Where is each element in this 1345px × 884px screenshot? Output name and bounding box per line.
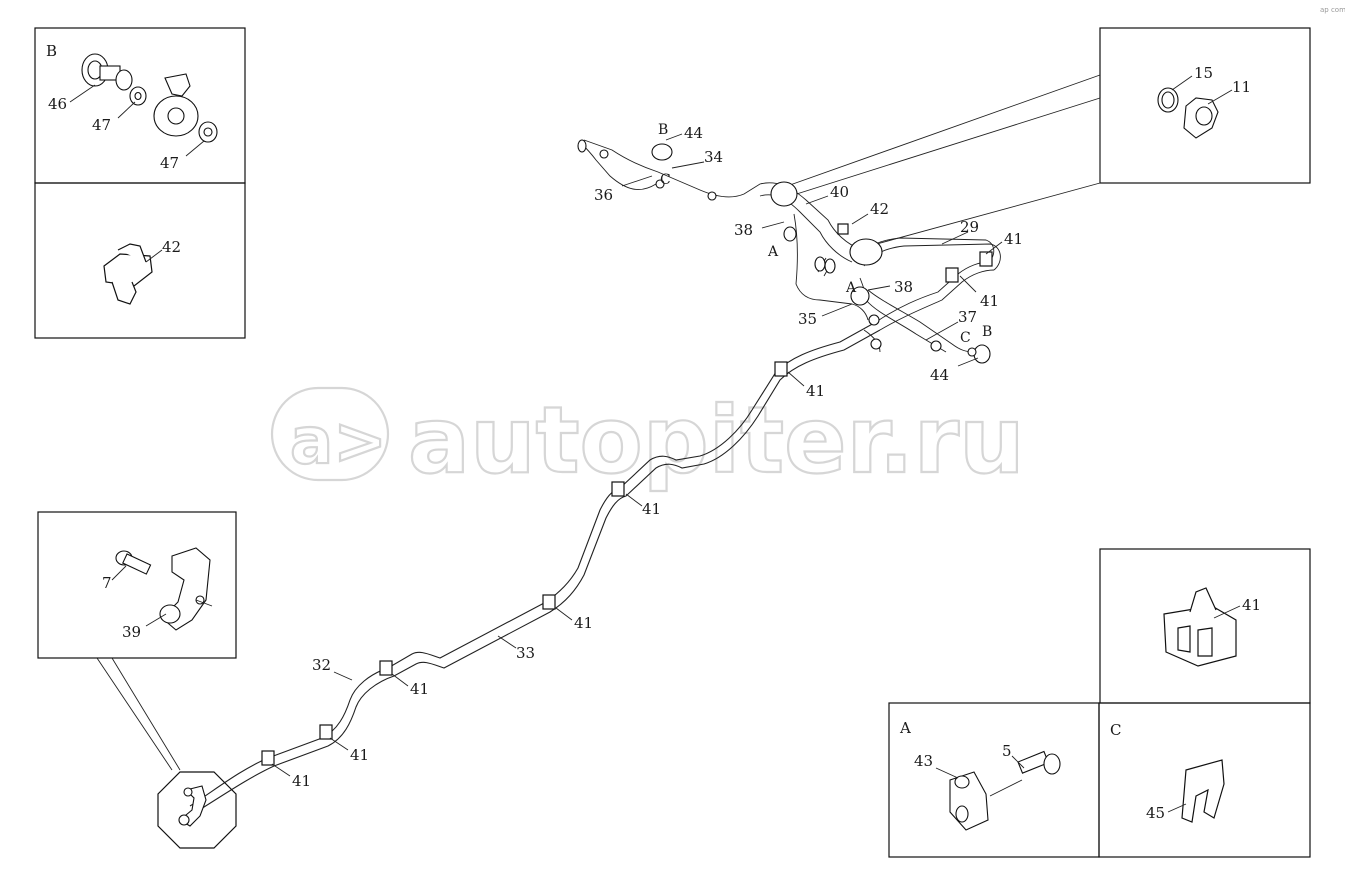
callout-41-a: 41 (806, 382, 825, 400)
detail-box-bracket-frame (37, 511, 237, 659)
main-leaders (271, 133, 1003, 777)
watermark-logo-glyph: a> (290, 405, 387, 479)
detail-box-c-frame (1098, 702, 1311, 858)
callout-41-c: 41 (574, 614, 593, 632)
bolt-5-part (1017, 750, 1061, 775)
detail-box-a-frame (888, 702, 1100, 858)
callout-7: 7 (102, 574, 112, 592)
callout-38: 38 (734, 221, 753, 239)
spring-clip-45-part (1181, 759, 1225, 823)
detail-box-clip-41: 41 (1099, 548, 1311, 704)
pipe-clip (542, 594, 556, 610)
junction-block-3 (850, 286, 870, 306)
callout-c-center: C (960, 330, 971, 346)
banjo-fitting-b2 (973, 344, 991, 364)
caliper-view (157, 771, 237, 849)
detail-box-c-title: C (1110, 721, 1121, 739)
pipe-clip (261, 750, 275, 766)
pipe-clip (945, 267, 959, 283)
cluster-components (577, 139, 991, 364)
callout-a-top: A (767, 244, 779, 260)
callout-c-top: C (660, 172, 671, 188)
junction-block-2 (849, 238, 883, 266)
block-43-part (949, 771, 989, 831)
callout-42: 42 (870, 200, 889, 218)
callout-38-center: 38 (894, 278, 913, 296)
detail-box-a-title: A (899, 719, 911, 737)
pipe-clip (319, 724, 333, 740)
watermark-text: autopiter.ru (408, 387, 1025, 494)
callout-41-f: 41 (292, 772, 311, 790)
callout-29: 29 (960, 218, 979, 236)
callout-42-detail: 42 (162, 238, 181, 256)
callout-41-d: 41 (410, 680, 429, 698)
pipe-clip (379, 660, 393, 676)
nut-11-part (1183, 97, 1219, 139)
callout-41-detail: 41 (1242, 596, 1261, 614)
callout-15: 15 (1194, 64, 1213, 82)
callout-44-center: 44 (930, 366, 949, 384)
callout-37: 37 (958, 308, 977, 326)
caliper-view-frame (157, 771, 237, 849)
callout-41-e: 41 (350, 746, 369, 764)
callout-b-top: B (658, 122, 668, 138)
pipe-clip (611, 481, 625, 497)
junction-block (770, 181, 798, 207)
detail-box-c: C 45 (1098, 702, 1311, 858)
bracket-39-part (159, 547, 211, 631)
pipe-clip (774, 361, 788, 377)
detail-box-clip-42: 42 (34, 182, 246, 339)
callout-44-top: 44 (684, 124, 703, 142)
callout-43: 43 (914, 752, 933, 770)
callout-36: 36 (594, 186, 613, 204)
callout-b-center: B (982, 324, 992, 340)
callout-33: 33 (516, 644, 535, 662)
detail-box-clip-42-frame (34, 182, 246, 339)
callout-39: 39 (122, 623, 141, 641)
pipe-clip-42 (837, 223, 849, 235)
callout-47: 47 (92, 116, 111, 134)
callout-11: 11 (1232, 78, 1251, 96)
callout-47-b: 47 (160, 154, 179, 172)
banjo-bolt-part (81, 53, 133, 91)
detail-box-a: A 43 5 (888, 702, 1100, 858)
callout-34: 34 (704, 148, 723, 166)
watermark: a> autopiter.ru (270, 386, 1026, 495)
callout-41-mid: 41 (980, 292, 999, 310)
callout-35: 35 (798, 310, 817, 328)
callout-41-b: 41 (642, 500, 661, 518)
callout-41-upper: 41 (1004, 230, 1023, 248)
corner-mark: ap com (1320, 6, 1345, 14)
line-clips (261, 223, 993, 766)
banjo-fitting-part (153, 73, 199, 137)
detail-box-bracket: 7 39 (37, 511, 237, 771)
fitting (783, 226, 797, 242)
bolt-7-part (115, 550, 152, 575)
callout-45: 45 (1146, 804, 1165, 822)
detail-box-nut: 15 11 (783, 27, 1311, 249)
callout-a-center: A (845, 280, 857, 296)
pipe-clip (979, 251, 993, 267)
detail-box-b: B 46 47 47 (34, 27, 246, 184)
clip-41-part (1163, 587, 1237, 667)
watermark-logo-ring (270, 386, 390, 482)
callout-32: 32 (312, 656, 331, 674)
callout-5: 5 (1002, 742, 1012, 760)
main-callouts: B 44 C 34 36 40 42 38 A 29 41 41 A 38 35… (292, 122, 1023, 790)
callout-46: 46 (48, 95, 67, 113)
clip-42-part (103, 243, 153, 305)
callout-40: 40 (830, 183, 849, 201)
banjo-fitting-b (651, 143, 673, 161)
detail-box-b-title: B (46, 42, 57, 60)
